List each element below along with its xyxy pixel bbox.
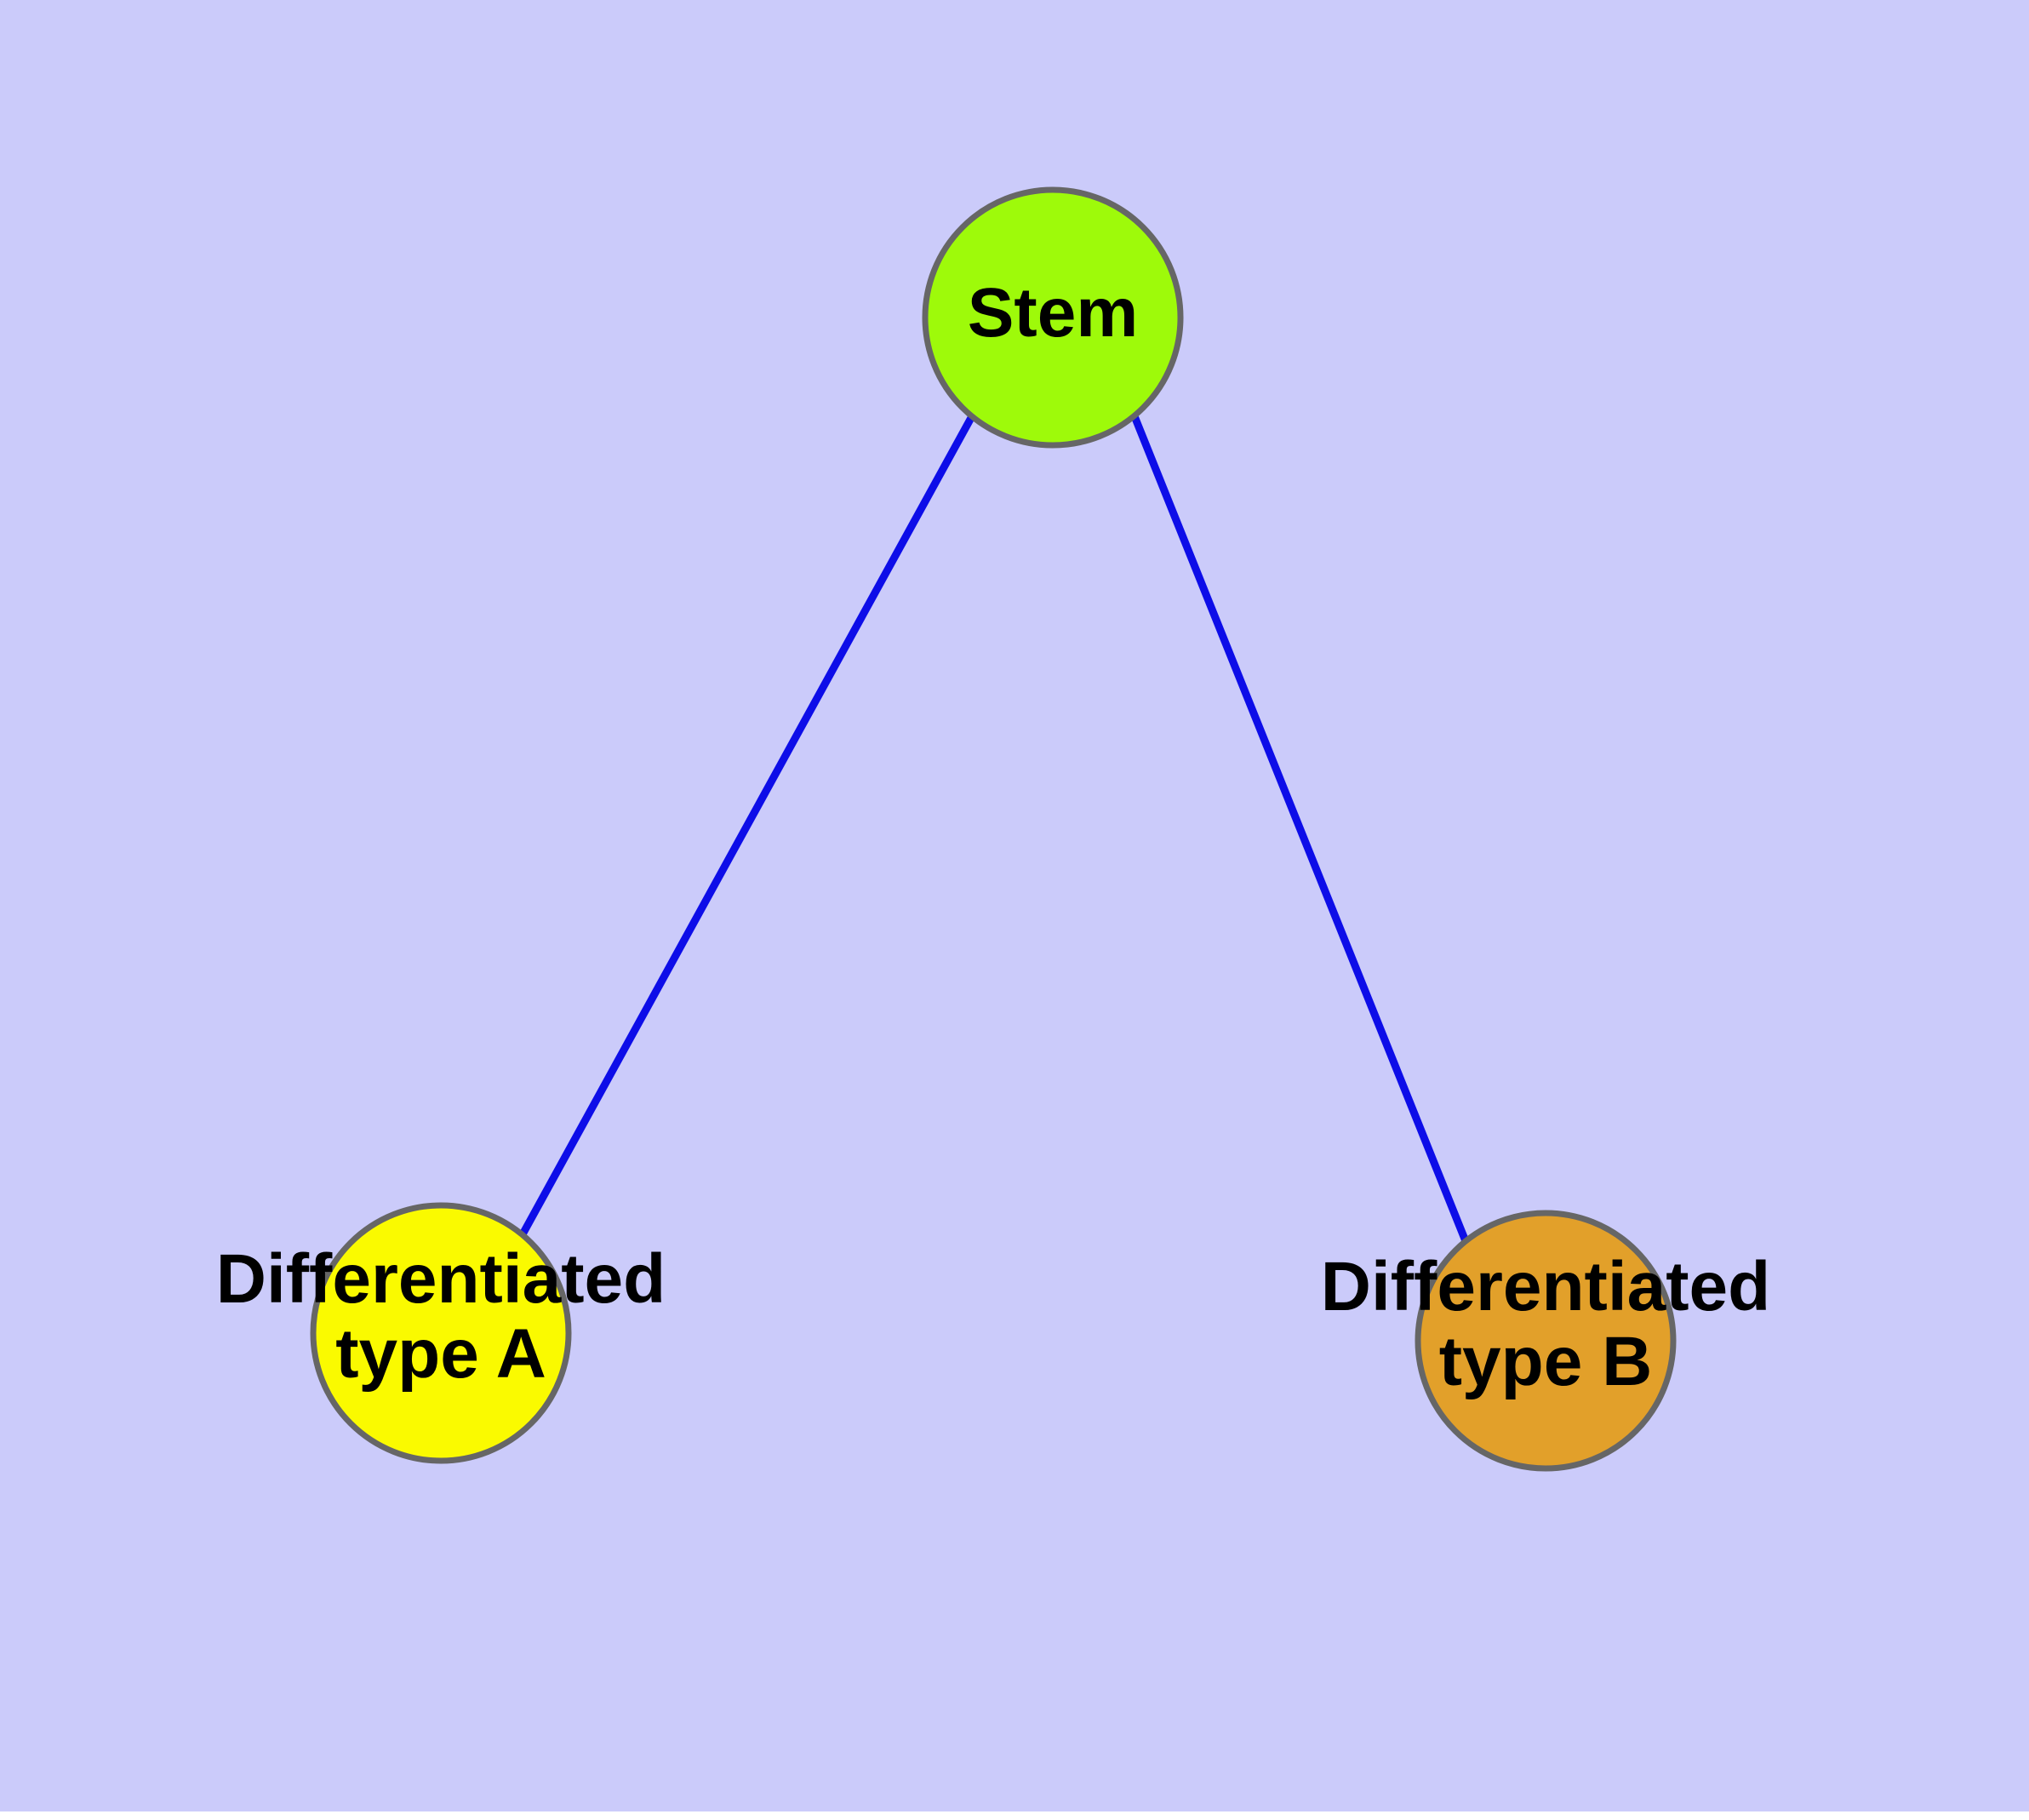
graph-node-label-stem: Stem: [968, 274, 1139, 352]
graph-node-diff-b[interactable]: [1415, 1210, 1677, 1472]
graph-edge-stem-to-diff-a: [519, 414, 975, 1237]
edges-layer: [519, 414, 1470, 1243]
label-line: type A: [335, 1315, 546, 1393]
nodes-layer: [310, 186, 1677, 1472]
label-line: Differentiated: [216, 1240, 666, 1318]
label-line: type B: [1439, 1323, 1653, 1400]
graph-node-stem[interactable]: [922, 186, 1184, 449]
label-line: Differentiated: [1321, 1248, 1771, 1325]
graph-node-diff-a[interactable]: [310, 1202, 572, 1464]
graph-edge-stem-to-diff-b: [1130, 415, 1470, 1243]
label-line: Stem: [968, 274, 1139, 352]
